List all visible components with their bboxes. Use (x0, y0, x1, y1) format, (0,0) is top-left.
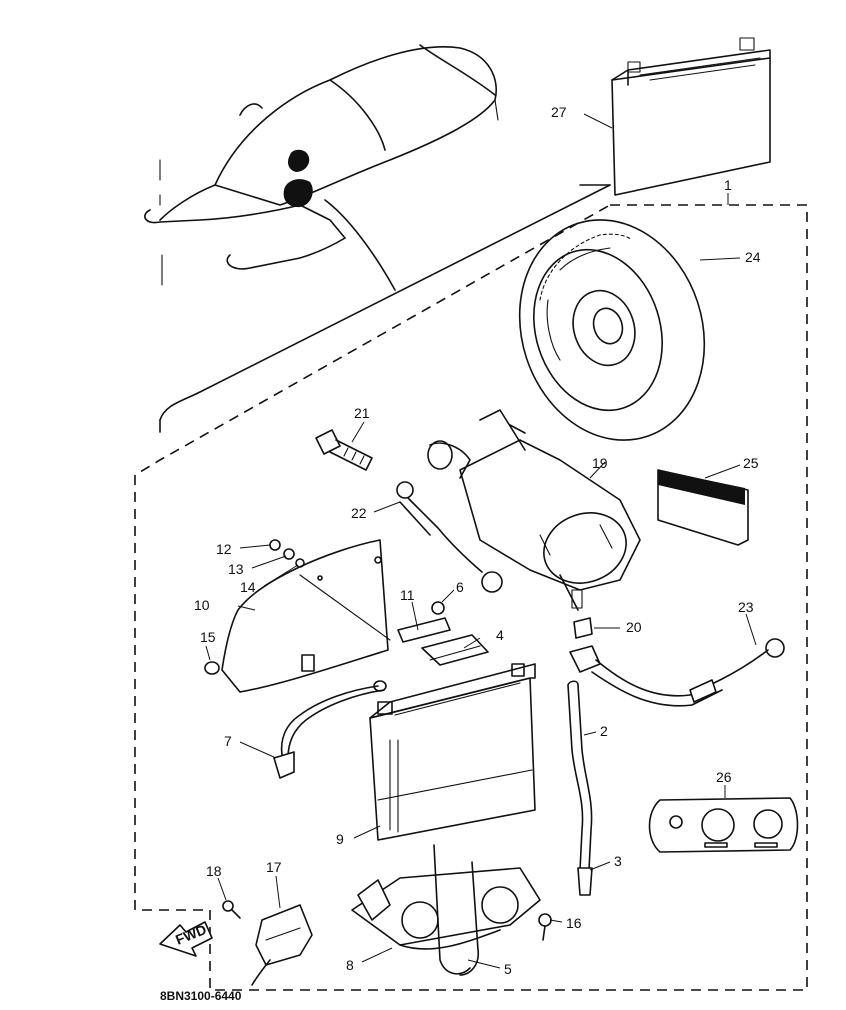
drawing-code: 8BN3100-6440 (160, 989, 242, 1003)
callout-18: 18 (206, 863, 222, 879)
callout-5: 5 (504, 961, 512, 977)
callout-7: 7 (224, 733, 232, 749)
fwd-arrow-icon: FWD (159, 921, 213, 957)
ground-cable (396, 481, 503, 593)
callout-21: 21 (354, 405, 370, 421)
callout-17: 17 (266, 859, 282, 875)
callout-20: 20 (626, 619, 642, 635)
callout-27: 27 (551, 104, 567, 120)
callout-15: 15 (200, 629, 216, 645)
callout-6: 6 (456, 579, 464, 595)
callout-24: 24 (745, 249, 761, 265)
callout-11: 11 (400, 587, 415, 603)
callout-19: 19 (592, 455, 608, 471)
terminal-cap (573, 617, 593, 639)
mounting-plate (648, 797, 799, 853)
breather-pipe (567, 680, 593, 896)
battery-cover (221, 539, 391, 693)
flywheel-ring-gear (518, 219, 706, 441)
assembly-boundary (134, 204, 808, 991)
battery-cable-positive (569, 638, 785, 707)
relay-screw (222, 900, 241, 919)
starter-relay (251, 904, 313, 986)
callout-26: 26 (716, 769, 732, 785)
callout-22: 22 (351, 505, 367, 521)
battery-band (397, 601, 489, 666)
callout-12: 12 (216, 541, 232, 557)
callout-16: 16 (566, 915, 582, 931)
callout-1: 1 (724, 177, 732, 193)
callout-14: 14 (240, 579, 256, 595)
callout-13: 13 (228, 561, 244, 577)
callout-9: 9 (336, 831, 344, 847)
callout-10: 10 (194, 597, 210, 613)
callout-25: 25 (743, 455, 759, 471)
callout-4: 4 (496, 627, 504, 643)
starter-motor (427, 409, 641, 611)
battery (369, 663, 536, 841)
cover-plate (657, 469, 749, 546)
battery-box (351, 844, 541, 976)
callout-3: 3 (614, 853, 622, 869)
grommet (204, 661, 220, 675)
bolt (315, 429, 373, 471)
callout-23: 23 (738, 599, 754, 615)
screw-washers (269, 539, 305, 568)
small-bolt (538, 913, 552, 941)
battery-spare (611, 37, 771, 196)
snowmobile-illustration (144, 44, 611, 433)
callout-labels: 27 1 24 21 22 19 25 12 13 14 10 11 6 4 2… (194, 104, 761, 977)
leader-lines (205, 113, 757, 969)
callout-2: 2 (600, 723, 608, 739)
battery-cable-negative (273, 680, 387, 779)
callout-8: 8 (346, 957, 354, 973)
